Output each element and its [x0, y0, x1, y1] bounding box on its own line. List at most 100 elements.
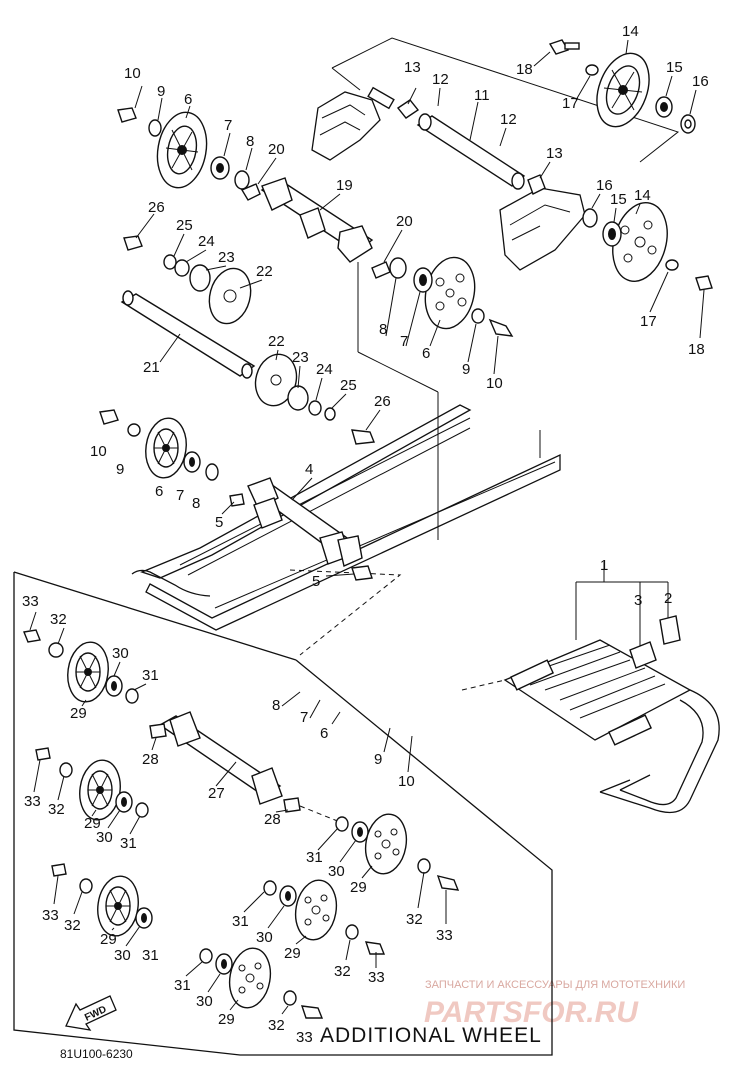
- callout-8a: 8: [246, 133, 254, 150]
- callout-27: 27: [208, 785, 225, 802]
- callout-8b: 8: [379, 321, 387, 338]
- callout-22a: 22: [256, 263, 273, 280]
- callout-11: 11: [474, 87, 490, 104]
- callout-labels: 1 2 3 4 5 5 6 6 6 6 7 7 7 7 8 8 8 8 9 9 …: [22, 23, 709, 1046]
- callout-32b: 32: [48, 801, 65, 818]
- callout-24b: 24: [316, 361, 333, 378]
- callout-30a: 30: [112, 645, 129, 662]
- watermark-logo: PARTSFOR.RU: [424, 996, 639, 1029]
- callout-21: 21: [143, 359, 160, 376]
- callout-33b: 33: [24, 793, 41, 810]
- callout-16a: 16: [692, 73, 709, 90]
- callout-24a: 24: [198, 233, 215, 250]
- callout-33f: 33: [296, 1029, 313, 1046]
- callout-16b: 16: [596, 177, 613, 194]
- callout-33c: 33: [42, 907, 59, 924]
- callout-30f: 30: [196, 993, 213, 1010]
- slide-rail-assembly: [99, 404, 561, 656]
- callout-32a: 32: [50, 611, 67, 628]
- callout-6a: 6: [184, 91, 192, 108]
- callout-2: 2: [664, 590, 672, 607]
- callout-25a: 25: [176, 217, 193, 234]
- callout-9c: 9: [116, 461, 124, 478]
- callout-29a: 29: [70, 705, 87, 722]
- rear-axle-assembly: [117, 37, 713, 540]
- callout-29c: 29: [100, 931, 117, 948]
- callout-3: 3: [634, 592, 642, 609]
- watermark: ЗАПЧАСТИ И АКСЕССУАРЫ ДЛЯ МОТОТЕХНИКИ PA…: [424, 979, 685, 1029]
- callout-23b: 23: [292, 349, 309, 366]
- callout-9d: 9: [374, 751, 382, 768]
- callout-10c: 10: [90, 443, 107, 460]
- callout-31f: 31: [174, 977, 191, 994]
- callout-7b: 7: [400, 333, 408, 350]
- callout-31c: 31: [142, 947, 159, 964]
- callout-10a: 10: [124, 65, 141, 82]
- forward-arrow-icon: FWD: [65, 995, 117, 1031]
- callout-32e: 32: [334, 963, 351, 980]
- callout-4: 4: [305, 461, 313, 478]
- callout-1: 1: [600, 557, 608, 574]
- callout-26a: 26: [148, 199, 165, 216]
- callout-32c: 32: [64, 917, 81, 934]
- callout-33d: 33: [436, 927, 453, 944]
- callout-25b: 25: [340, 377, 357, 394]
- callout-15a: 15: [666, 59, 683, 76]
- callout-8c: 8: [192, 495, 200, 512]
- additional-wheel-kit: FWD ADDITIONAL WHEEL: [13, 571, 553, 1056]
- callout-30d: 30: [328, 863, 345, 880]
- callout-6d: 6: [320, 725, 328, 742]
- callout-5b: 5: [312, 573, 320, 590]
- callout-7a: 7: [224, 117, 232, 134]
- callout-14a: 14: [622, 23, 639, 40]
- callout-14b: 14: [634, 187, 651, 204]
- callout-8d: 8: [272, 697, 280, 714]
- track-assembly: [461, 562, 720, 814]
- callout-30c: 30: [114, 947, 131, 964]
- callout-9b: 9: [462, 361, 470, 378]
- callout-22b: 22: [268, 333, 285, 350]
- callout-32f: 32: [268, 1017, 285, 1034]
- callout-31a: 31: [142, 667, 159, 684]
- callout-26b: 26: [374, 393, 391, 410]
- caption: ADDITIONAL WHEEL: [320, 1024, 542, 1047]
- callout-20a: 20: [268, 141, 285, 158]
- callout-9a: 9: [157, 83, 165, 100]
- watermark-subtitle: ЗАПЧАСТИ И АКСЕССУАРЫ ДЛЯ МОТОТЕХНИКИ: [425, 979, 685, 991]
- leader-lines: [29, 39, 705, 1015]
- callout-6b: 6: [422, 345, 430, 362]
- callout-29d: 29: [350, 879, 367, 896]
- callout-5a: 5: [215, 514, 223, 531]
- callout-31b: 31: [120, 835, 137, 852]
- callout-18b: 18: [688, 341, 705, 358]
- callout-17a: 17: [562, 95, 579, 112]
- callout-29e: 29: [284, 945, 301, 962]
- callout-7c: 7: [176, 487, 184, 504]
- callout-29f: 29: [218, 1011, 235, 1028]
- callout-10d: 10: [398, 773, 415, 790]
- callout-12a: 12: [432, 71, 449, 88]
- callout-31d: 31: [306, 849, 323, 866]
- callout-32d: 32: [406, 911, 423, 928]
- callout-7d: 7: [300, 709, 308, 726]
- callout-28b: 28: [264, 811, 281, 828]
- callout-33a: 33: [22, 593, 39, 610]
- callout-12b: 12: [500, 111, 517, 128]
- callout-20b: 20: [396, 213, 413, 230]
- callout-17b: 17: [640, 313, 657, 330]
- callout-30e: 30: [256, 929, 273, 946]
- callout-13a: 13: [404, 59, 421, 76]
- callout-13b: 13: [546, 145, 563, 162]
- callout-33e: 33: [368, 969, 385, 986]
- callout-28a: 28: [142, 751, 159, 768]
- callout-31e: 31: [232, 913, 249, 930]
- callout-29b: 29: [84, 815, 101, 832]
- callout-6c: 6: [155, 483, 163, 500]
- callout-10b: 10: [486, 375, 503, 392]
- callout-19: 19: [336, 177, 353, 194]
- callout-30b: 30: [96, 829, 113, 846]
- callout-23a: 23: [218, 249, 235, 266]
- callout-18a: 18: [516, 61, 533, 78]
- drawing-code: 81U100-6230: [60, 1047, 133, 1061]
